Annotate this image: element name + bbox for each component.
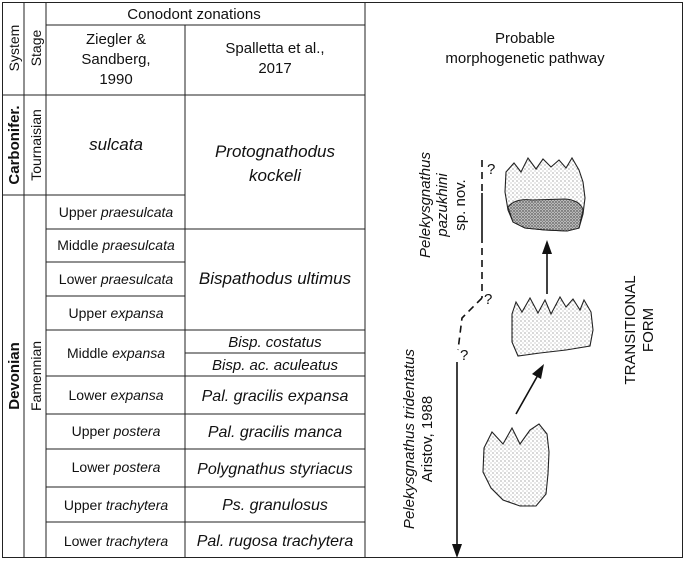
evolution-arrows [515, 252, 548, 415]
sp-zone-2: Bisp. costatus [228, 334, 322, 351]
pazukhini-genus: Pelekysgnathus [417, 152, 434, 258]
stage-famennian: Famennian [28, 341, 44, 411]
tridentatus-author: Aristov, 1988 [419, 396, 436, 482]
stage-tournaisian: Tournaisian [28, 109, 44, 181]
zs-zone-10: Lower trachytera [64, 533, 168, 549]
conodont-zonations-heading: Conodont zonations [127, 6, 260, 23]
zs-zone-prefix: Middle [57, 237, 102, 253]
sp-zone-6: Polygnathus styriacus [197, 461, 353, 478]
zs-zone-name: trachytera [106, 533, 168, 549]
sp-zone-1: Bispathodus ultimus [199, 269, 352, 288]
transitional-line-2: FORM [640, 308, 657, 352]
zs-zone-3: Lower praesulcata [59, 271, 174, 287]
question-mark-middle: ? [484, 291, 492, 308]
transitional-line-1: TRANSITIONAL [622, 275, 639, 384]
question-mark-lower: ? [460, 347, 468, 364]
system-carboniferous: Carbonifer. [6, 105, 23, 184]
sp-zone-5: Pal. gracilis manca [208, 424, 342, 441]
zs-zone-name: sulcata [89, 135, 143, 154]
zs-zone-name: expansa [111, 387, 164, 403]
outer-frame [2, 2, 683, 558]
system-heading: System [6, 25, 22, 72]
pazukhini-specimen-drawing [504, 156, 586, 232]
pazukhini-label: Pelekysgnathus pazukhini sp. nov. [417, 152, 469, 258]
zs-zone-6: Lower expansa [69, 387, 164, 403]
sp-zone-3: Bisp. ac. aculeatus [212, 357, 338, 374]
zs-zone-prefix: Lower [59, 271, 101, 287]
spalletta-heading: Spalletta et al., 2017 [225, 40, 324, 77]
zs-zone-prefix: Lower [64, 533, 106, 549]
zs-zone-name: praesulcata [101, 237, 175, 253]
zs-zone-name: praesulcata [100, 271, 174, 287]
system-devonian: Devonian [6, 342, 23, 410]
question-mark-top: ? [487, 161, 495, 178]
pathway-heading-line-1: Probable [495, 30, 555, 47]
pathway-heading: Probable morphogenetic pathway [445, 30, 605, 67]
transitional-specimen-drawing [511, 295, 594, 357]
zs-zone-name: postera [113, 459, 161, 475]
zs-zone-name: expansa [112, 345, 165, 361]
sp-zone-7: Ps. granulosus [222, 497, 328, 514]
sp-zone-0-line-1: kockeli [249, 166, 302, 185]
zs-zone-4: Upper expansa [69, 305, 164, 321]
zs-zone-prefix: Upper [59, 204, 101, 220]
zs-zone-8: Lower postera [72, 459, 161, 475]
ziegler-heading-line-2: Sandberg, [81, 51, 150, 68]
grid-lines [2, 2, 683, 558]
taxon-range-lines [456, 160, 483, 546]
zs-zone-name: trachytera [106, 497, 168, 513]
tridentatus-label: Pelekysgnathus tridentatus Aristov, 1988 [401, 348, 436, 529]
sp-zone-4: Pal. gracilis expansa [202, 388, 349, 405]
sp-zone-8: Pal. rugosa trachytera [197, 533, 354, 550]
zs-zone-7: Upper postera [72, 423, 161, 439]
zs-zone-0: sulcata [89, 135, 143, 154]
tridentatus-range-arrowhead [452, 544, 462, 558]
zs-zone-prefix: Upper [69, 305, 111, 321]
zs-zone-1: Upper praesulcata [59, 204, 174, 220]
stage-heading: Stage [28, 29, 44, 66]
zs-zone-2: Middle praesulcata [57, 237, 175, 253]
zs-zone-prefix: Middle [67, 345, 112, 361]
ziegler-sandberg-heading: Ziegler & Sandberg, 1990 [81, 31, 150, 88]
ziegler-heading-line-3: 1990 [99, 71, 132, 88]
zs-zone-prefix: Upper [64, 497, 106, 513]
transitional-dashed-link [457, 297, 483, 351]
sp-zone-0-line-0: Protognathodus [215, 142, 336, 161]
arrow-tridentatus-to-transitional-shaft [515, 374, 539, 415]
ziegler-heading-line-1: Ziegler & [86, 31, 146, 48]
arrow-transitional-to-pazukhini-head [542, 240, 552, 254]
tridentatus-name: Pelekysgnathus tridentatus [401, 348, 418, 529]
zs-zone-9: Upper trachytera [64, 497, 168, 513]
zs-zone-prefix: Upper [72, 423, 114, 439]
zs-zone-prefix: Lower [72, 459, 114, 475]
pazukhini-species: pazukhini [434, 173, 451, 238]
spalletta-heading-line-2: 2017 [258, 60, 291, 77]
pazukhini-status: sp. nov. [452, 179, 469, 230]
zs-zone-prefix: Lower [69, 387, 111, 403]
zs-zone-5: Middle expansa [67, 345, 165, 361]
transitional-form-label: TRANSITIONAL FORM [622, 275, 657, 384]
pathway-heading-line-2: morphogenetic pathway [445, 50, 605, 67]
tridentatus-specimen-drawing [482, 423, 550, 507]
zs-zone-name: postera [113, 423, 161, 439]
spalletta-heading-line-1: Spalletta et al., [225, 40, 324, 57]
zs-zone-name: praesulcata [100, 204, 174, 220]
arrow-tridentatus-to-transitional-head [532, 364, 544, 379]
zs-zone-name: expansa [111, 305, 164, 321]
